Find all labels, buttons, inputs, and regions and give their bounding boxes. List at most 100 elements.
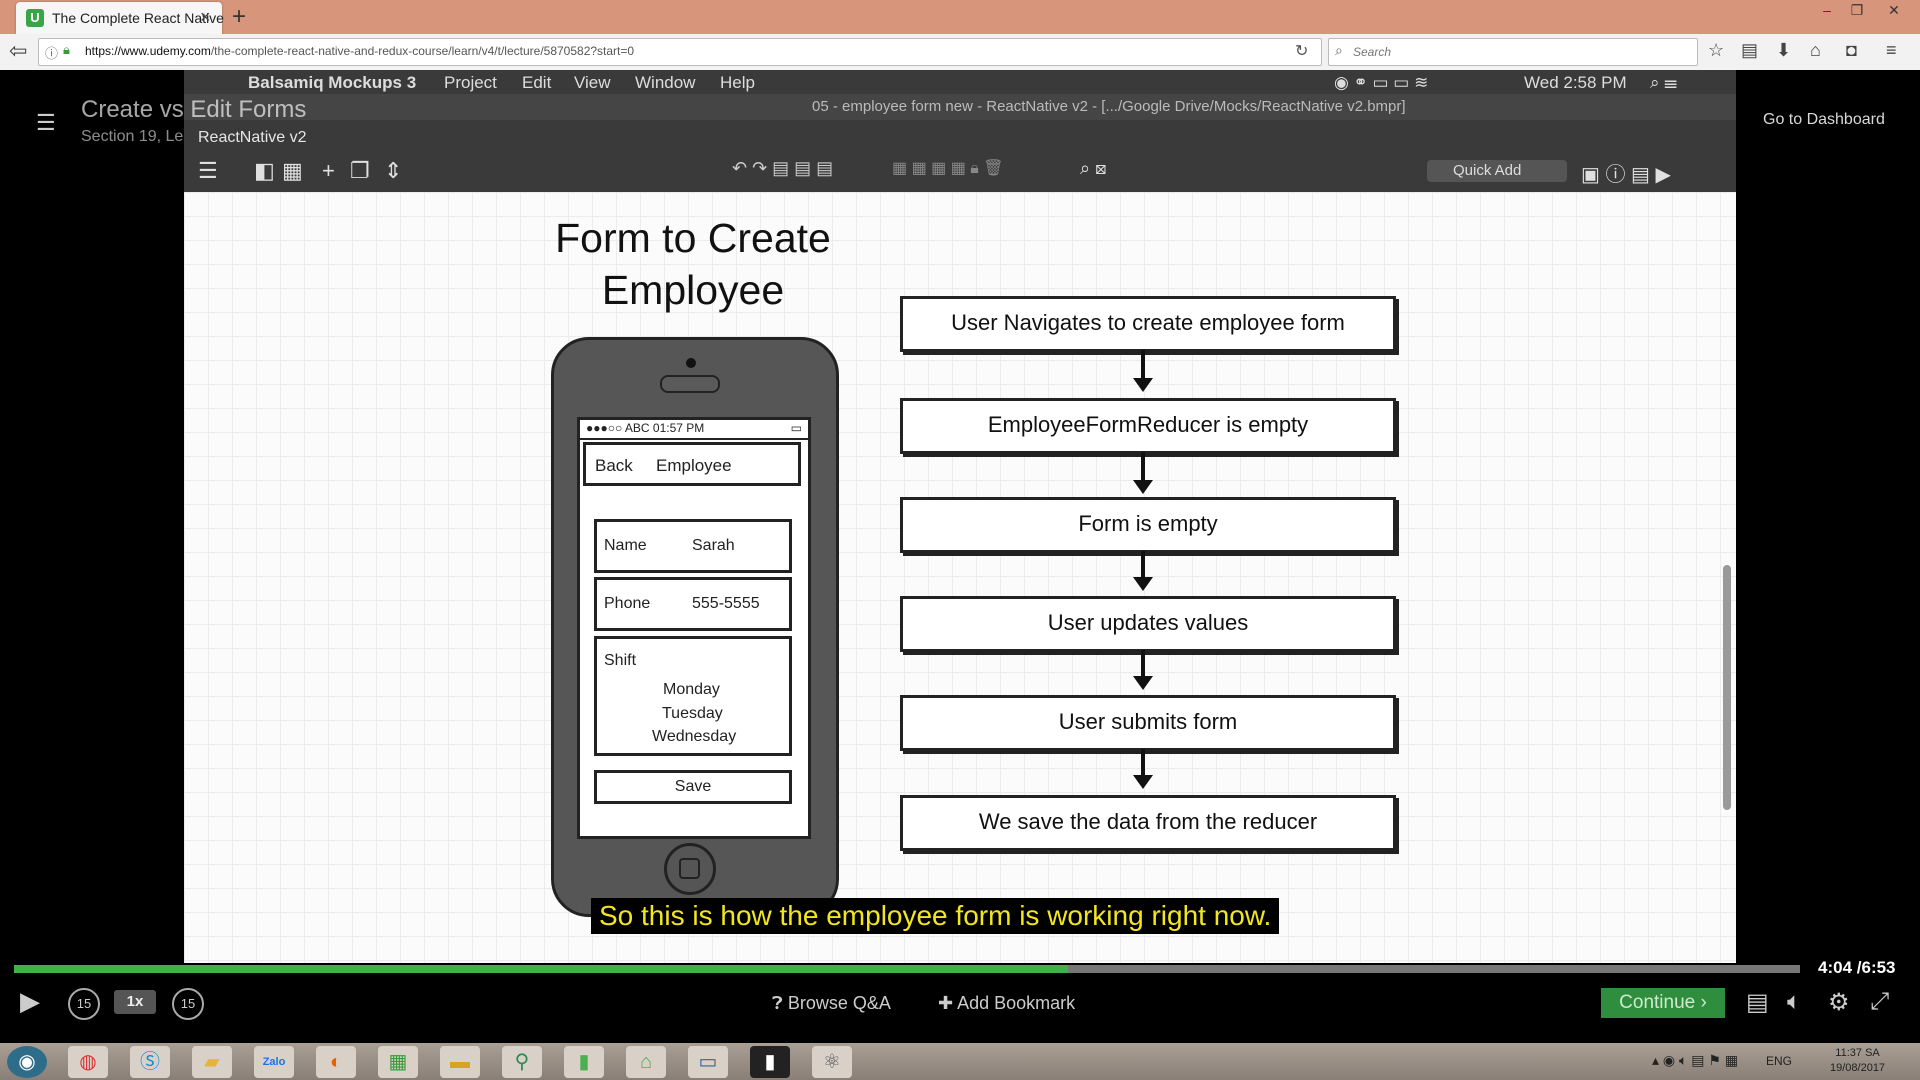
name-label: Name	[604, 537, 647, 554]
curriculum-list-icon[interactable]: ☰	[36, 110, 56, 135]
shift-option: Wednesday	[652, 728, 737, 745]
flow-step-3: Form is empty	[900, 497, 1396, 553]
flow-arrow	[1133, 452, 1153, 494]
pocket-icon[interactable]: ◘	[1846, 40, 1857, 60]
folder-icon[interactable]: ▬	[440, 1046, 480, 1078]
sticky-notes-icon[interactable]: ▰	[192, 1046, 232, 1078]
settings-gear-icon[interactable]: ⚙	[1828, 989, 1850, 1016]
forward-15-icon[interactable]: 15	[172, 988, 204, 1020]
panel-icon: ◧	[254, 158, 275, 183]
phone-home-button	[664, 843, 716, 895]
time-current: 4:04	[1818, 958, 1853, 977]
android-studio-icon[interactable]: ⚲	[502, 1046, 542, 1078]
firefox-icon[interactable]: ◐	[316, 1046, 356, 1078]
udemy-favicon-icon: U	[26, 9, 44, 27]
add-bookmark-button[interactable]: ✚ Add Bookmark	[938, 993, 1075, 1014]
bookmark-star-icon[interactable]: ☆	[1708, 40, 1725, 60]
mac-clock: Wed 2:58 PM	[1524, 73, 1627, 92]
menu-help: Help	[720, 73, 755, 92]
captions-icon[interactable]: ▤	[1746, 989, 1769, 1016]
shift-option: Monday	[663, 681, 720, 698]
terminal-icon[interactable]: ▮	[750, 1046, 790, 1078]
chrome-icon[interactable]: ◍	[68, 1046, 108, 1078]
mac-menu-bar: Balsamiq Mockups 3 Project Edit View Win…	[184, 70, 1736, 94]
close-tab-icon[interactable]: ×	[200, 7, 211, 27]
download-icon[interactable]: ⬇	[1776, 40, 1792, 60]
clock-time: 11:37 SA	[1835, 1047, 1880, 1059]
search-input[interactable]: ⌕ Search	[1328, 38, 1698, 66]
continue-button[interactable]: Continue ›	[1601, 988, 1725, 1018]
nav-title: Employee	[656, 456, 732, 475]
tab-title: The Complete React Native	[52, 10, 224, 26]
zalo-icon[interactable]: Zalo	[254, 1046, 294, 1078]
close-window-icon[interactable]: ✕	[1888, 2, 1900, 18]
language-indicator[interactable]: ENG	[1766, 1054, 1793, 1068]
quick-add-field: Quick Add	[1427, 160, 1567, 182]
info-icon[interactable]: ⓘ	[45, 46, 59, 61]
start-button-icon[interactable]: ◉	[7, 1046, 47, 1078]
reload-icon[interactable]: ↻	[1295, 43, 1309, 60]
new-tab-icon[interactable]: +	[232, 3, 247, 30]
shift-picker: Shift Monday Tuesday Wednesday	[594, 636, 792, 756]
time-display: 4:04 /6:53	[1818, 958, 1896, 978]
playback-speed-button[interactable]: 1x	[114, 990, 156, 1014]
home-app-icon[interactable]: ⌂	[626, 1046, 666, 1078]
app-name: Balsamiq Mockups 3	[248, 73, 417, 92]
home-icon[interactable]: ⌂	[1810, 40, 1821, 60]
tray-icons[interactable]: ▴ ◉ 🔈︎ ▤ ⚑ ▦	[1652, 1052, 1739, 1068]
back-icon[interactable]: ⇦	[9, 38, 28, 63]
skype-icon[interactable]: Ⓢ	[130, 1046, 170, 1078]
toolbar-right-icons: ▣ ⓘ ▤ ▶	[1581, 164, 1671, 186]
flow-step-1: User Navigates to create employee form	[900, 296, 1396, 352]
app-toolbar: ReactNative v2 ☰ ◧ ▦ + ❐ ⇕ ↶ ↷ ▤ ▤ ▤ ▦ ▦…	[184, 120, 1736, 192]
video-subtitle: So this is how the employee form is work…	[591, 898, 1280, 934]
mockup-title-line1: Form to Create	[555, 215, 831, 261]
rewind-15-icon[interactable]: 15	[68, 988, 100, 1020]
tab-bar: U The Complete React Native × + – ❐ ✕	[0, 0, 1920, 34]
url-text: https://www.udemy.com/the-complete-react…	[85, 44, 635, 58]
shift-option: Tuesday	[662, 705, 723, 722]
window-app-icon[interactable]: ▭	[688, 1046, 728, 1078]
align-icons: ▦ ▦ ▦ ▦ 🔒︎ 🗑︎	[892, 160, 1004, 177]
phone-status-bar: ●●●○○ ABC 01:57 PM ▭	[580, 420, 808, 440]
react-native-debugger-icon[interactable]: ⚛	[812, 1046, 852, 1078]
go-to-dashboard-link[interactable]: Go to Dashboard	[1763, 111, 1885, 128]
time-total: /6:53	[1856, 958, 1896, 977]
flow-step-2: EmployeeFormReducer is empty	[900, 398, 1396, 454]
menu-icon[interactable]: ≡	[1886, 40, 1897, 60]
phone-screen: ●●●○○ ABC 01:57 PM ▭ Back Employee Name …	[577, 417, 811, 839]
save-button: Save	[594, 770, 792, 804]
name-value: Sarah	[692, 537, 735, 554]
status-text: ●●●○○ ABC 01:57 PM	[586, 421, 705, 435]
browse-qa-button[interactable]: ❓︎ Browse Q&A	[772, 993, 891, 1014]
progress-bar[interactable]	[14, 965, 1800, 973]
question-icon: ❓︎	[772, 993, 788, 1013]
flow-step-5: User submits form	[900, 695, 1396, 751]
shift-label: Shift	[604, 652, 637, 669]
navigation-bar: ⇦ ⓘ 🔒︎ https://www.udemy.com/the-complet…	[0, 34, 1920, 71]
minimize-icon[interactable]: –	[1823, 2, 1831, 18]
mockup-title: Form to Create Employee	[526, 212, 860, 316]
spreadsheet-icon[interactable]: ▦	[378, 1046, 418, 1078]
project-name: ReactNative v2	[198, 129, 307, 146]
add-bookmark-label: Add Bookmark	[957, 993, 1076, 1013]
flow-arrow	[1133, 551, 1153, 591]
lock-icon: 🔒︎	[63, 42, 70, 57]
url-bar[interactable]: ⓘ 🔒︎ https://www.udemy.com/the-complete-…	[38, 38, 1322, 66]
phone-camera	[686, 358, 696, 368]
maximize-icon[interactable]: ❐	[1850, 2, 1864, 18]
play-icon[interactable]: ▶	[20, 986, 40, 1016]
app-icon[interactable]: ▮	[564, 1046, 604, 1078]
zoom-icons: ⌕ ⊠	[1080, 158, 1107, 178]
volume-icon[interactable]: 🔈︎	[1787, 988, 1802, 1015]
phone-speaker	[660, 375, 720, 393]
arrange-icon: ⇕	[384, 158, 403, 183]
menu-edit: Edit	[522, 73, 552, 92]
browse-qa-label: Browse Q&A	[787, 993, 891, 1013]
browser-tab[interactable]: U The Complete React Native ×	[16, 2, 224, 34]
fullscreen-icon[interactable]: ⤢	[1870, 988, 1890, 1015]
battery-icon: ▭	[790, 421, 802, 435]
flow-step-6: We save the data from the reducer	[900, 795, 1396, 851]
reading-list-icon[interactable]: ▤	[1741, 40, 1759, 60]
